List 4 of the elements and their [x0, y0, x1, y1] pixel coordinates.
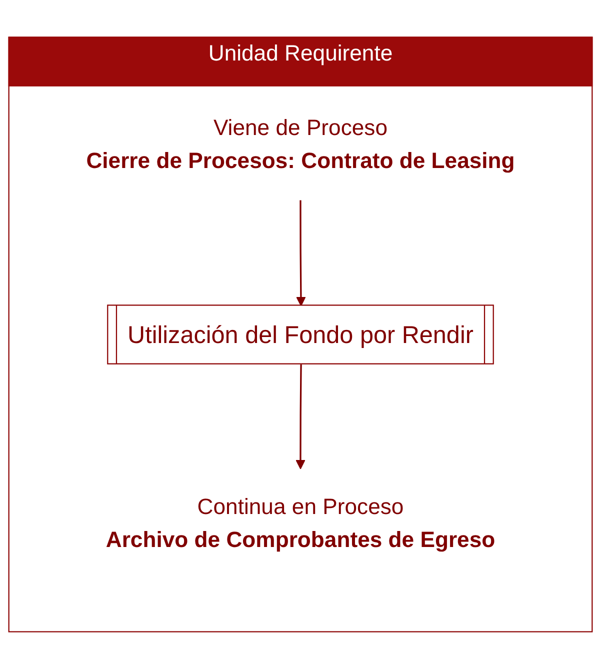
node-text: Viene de Proceso Cierre de Procesos: Contrato de Leasing: [86, 116, 515, 174]
node-text: Continua en Proceso Archivo de Comprobantes de Egreso: [106, 495, 496, 553]
arrow: [296, 364, 306, 470]
arrow: [296, 200, 306, 306]
